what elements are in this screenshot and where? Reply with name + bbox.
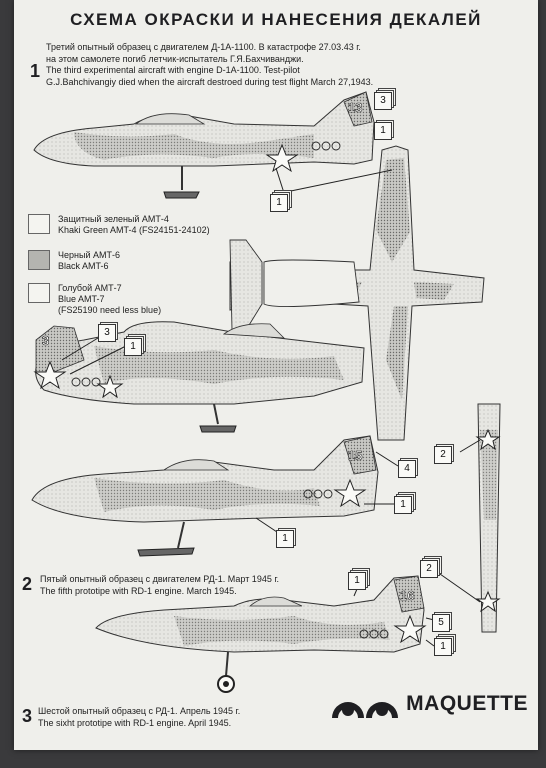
aircraft-2-side-view: 3	[33, 321, 365, 433]
section-2-line-en: The fifth prototipe with RD-1 engine. Ma…	[40, 585, 237, 596]
decal-callout: 1	[124, 334, 146, 356]
instruction-sheet: СХЕМА ОКРАСКИ И НАНЕСЕНИЯ ДЕКАЛЕЙ 1 Трет…	[14, 0, 538, 750]
legend-khaki-green-en: Khaki Green AMT-4 (FS24151-24102)	[58, 225, 210, 235]
aircraft-3-tail-number: 15	[348, 448, 362, 463]
decal-callout: 2	[434, 444, 454, 464]
decal-callout: 2	[420, 556, 442, 578]
page-title: СХЕМА ОКРАСКИ И НАНЕСЕНИЯ ДЕКАЛЕЙ	[70, 10, 482, 29]
legend-blue-note: (FS25190 need less blue)	[58, 305, 162, 315]
section-3-line-ru: Шестой опытный образец с РД-1. Апрель 19…	[38, 706, 241, 716]
legend-blue-en: Blue AMT-7	[58, 294, 105, 304]
brand-name: MAQUETTE	[406, 692, 528, 715]
section-2-description: Пятый опытный образец с двигателем РД-1.…	[40, 574, 279, 597]
aircraft-3-side-view: 15	[31, 435, 399, 557]
decal-callout: 5	[432, 612, 452, 632]
section-3-line-en: The sixht prototipe with RD-1 engine. Ap…	[38, 717, 232, 728]
aircraft-1-side-view: 13	[33, 91, 389, 199]
decal-callout: 1	[348, 568, 370, 590]
decal-callout: 3	[98, 322, 118, 342]
decal-callout: 1	[276, 528, 296, 548]
section-2-number: 2	[22, 574, 33, 594]
maquette-logo-icon	[332, 702, 399, 718]
decal-callout: 1	[394, 492, 416, 514]
legend-black-en: Black AMT-6	[58, 261, 109, 271]
aircraft-2-tail-number: 3	[42, 333, 49, 348]
decal-callout: 4	[398, 458, 418, 478]
swatch-khaki-green	[28, 214, 50, 234]
aircraft-4-side-view: 16	[95, 575, 435, 693]
swatch-black	[28, 250, 50, 270]
swatch-blue	[28, 283, 50, 303]
aircraft-1-tail-number: 13	[348, 100, 362, 115]
section-1-line-en-1: The third experimental aircraft with eng…	[46, 65, 300, 75]
section-3-number: 3	[22, 706, 33, 726]
tail-fin-detail	[439, 403, 501, 633]
section-3-description: Шестой опытный образец с РД-1. Апрель 19…	[38, 706, 240, 729]
decal-callout: 1	[374, 120, 394, 140]
legend-blue-ru: Голубой АМТ-7	[58, 283, 122, 293]
legend-khaki-green-ru: Защитный зеленый АМТ-4	[58, 214, 169, 224]
decal-callout: 1	[434, 634, 456, 656]
aircraft-drawings: 13 3	[31, 91, 501, 693]
legend-black-ru: Черный АМТ-6	[58, 250, 120, 260]
brand-block: MAQUETTE	[330, 688, 528, 720]
section-1-number: 1	[30, 61, 41, 81]
section-1-line-ru-1: Третий опытный образец с двигателем Д-1А…	[46, 42, 361, 52]
section-1-description: Третий опытный образец с двигателем Д-1А…	[46, 42, 373, 88]
aircraft-4-tail-number: 16	[400, 588, 414, 603]
decal-callout: 3	[374, 88, 396, 110]
section-2-line-ru: Пятый опытный образец с двигателем РД-1.…	[40, 574, 280, 584]
aircraft-top-view	[229, 145, 485, 441]
decal-callout: 1	[270, 190, 292, 212]
section-1-line-ru-2: на этом самолете погиб летчик-испытатель…	[46, 53, 304, 64]
section-1-line-en-2: G.J.Bahchivangiy died when the aircraft …	[46, 76, 374, 87]
